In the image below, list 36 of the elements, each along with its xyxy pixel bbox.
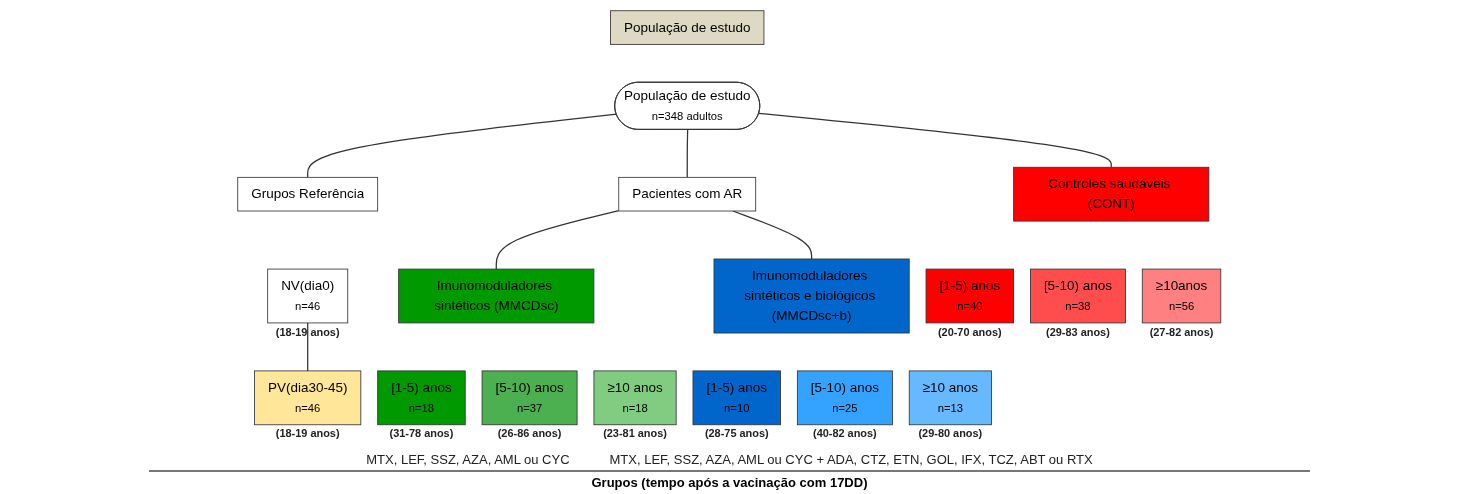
node-box: [5-10) anos n=38 xyxy=(1030,268,1127,324)
node-box: Controles saudáveis (CONT) xyxy=(1013,166,1210,222)
node-box: [1-5) anos n=10 xyxy=(692,370,782,426)
connector xyxy=(758,112,1113,168)
node-box: [5-10) anos n=25 xyxy=(797,370,894,426)
age-range-text: (27-82 anos) xyxy=(1149,325,1214,338)
connector xyxy=(495,210,620,270)
age-range-text: (28-75 anos) xyxy=(705,427,769,440)
caption: Grupos (tempo após a vacinação com 17DD) xyxy=(149,470,1310,490)
node-box: Grupos Referência xyxy=(237,176,379,212)
age-range-text: (18-19 anos) xyxy=(276,325,340,338)
connector xyxy=(307,322,309,372)
node-box: NV(dia0) n=46 xyxy=(267,268,349,324)
node-box: ≥10 anos n=13 xyxy=(909,370,993,426)
drug-list-note: MTX, LEF, SSZ, AZA, AML ou CYC + ADA, CTZ, ETN, GOL, IFX, TCZ, ABT ou RTX xyxy=(609,452,1093,467)
age-range-text: (29-83 anos) xyxy=(1046,325,1111,338)
age-range-text: (31-78 anos) xyxy=(389,427,454,440)
age-range-text: (18-19 anos) xyxy=(276,427,340,440)
node-box: [5-10) anos n=37 xyxy=(481,370,578,426)
node-box: [1-5) anos n=40 xyxy=(925,268,1015,324)
node-box: Imunomoduladores sintéticos e biológicos (MMCDsc+b) xyxy=(713,258,910,334)
node-box: [1-5) anos n=18 xyxy=(377,370,466,426)
node-box: PV(dia30-45) n=46 xyxy=(254,370,362,426)
connector xyxy=(686,129,689,178)
age-range-text: (23-81 anos) xyxy=(603,427,668,440)
age-range-text: (40-82 anos) xyxy=(813,427,877,440)
connector xyxy=(307,113,618,178)
node-box: ≥10 anos n=18 xyxy=(593,370,677,426)
node-box: Imunomoduladores sintéticos (MMCDsc) xyxy=(398,268,595,324)
node-box: Pacientes com AR xyxy=(618,176,757,212)
age-range-text: (26-86 anos) xyxy=(497,427,562,440)
node-box: População de estudo xyxy=(610,10,765,45)
age-range-text: (20-70 anos) xyxy=(938,325,1002,338)
age-range-text: (29-80 anos) xyxy=(918,427,983,440)
drug-list-note: MTX, LEF, SSZ, AZA, AML ou CYC xyxy=(366,452,570,467)
node-box: ≥10anos n=56 xyxy=(1142,268,1222,324)
